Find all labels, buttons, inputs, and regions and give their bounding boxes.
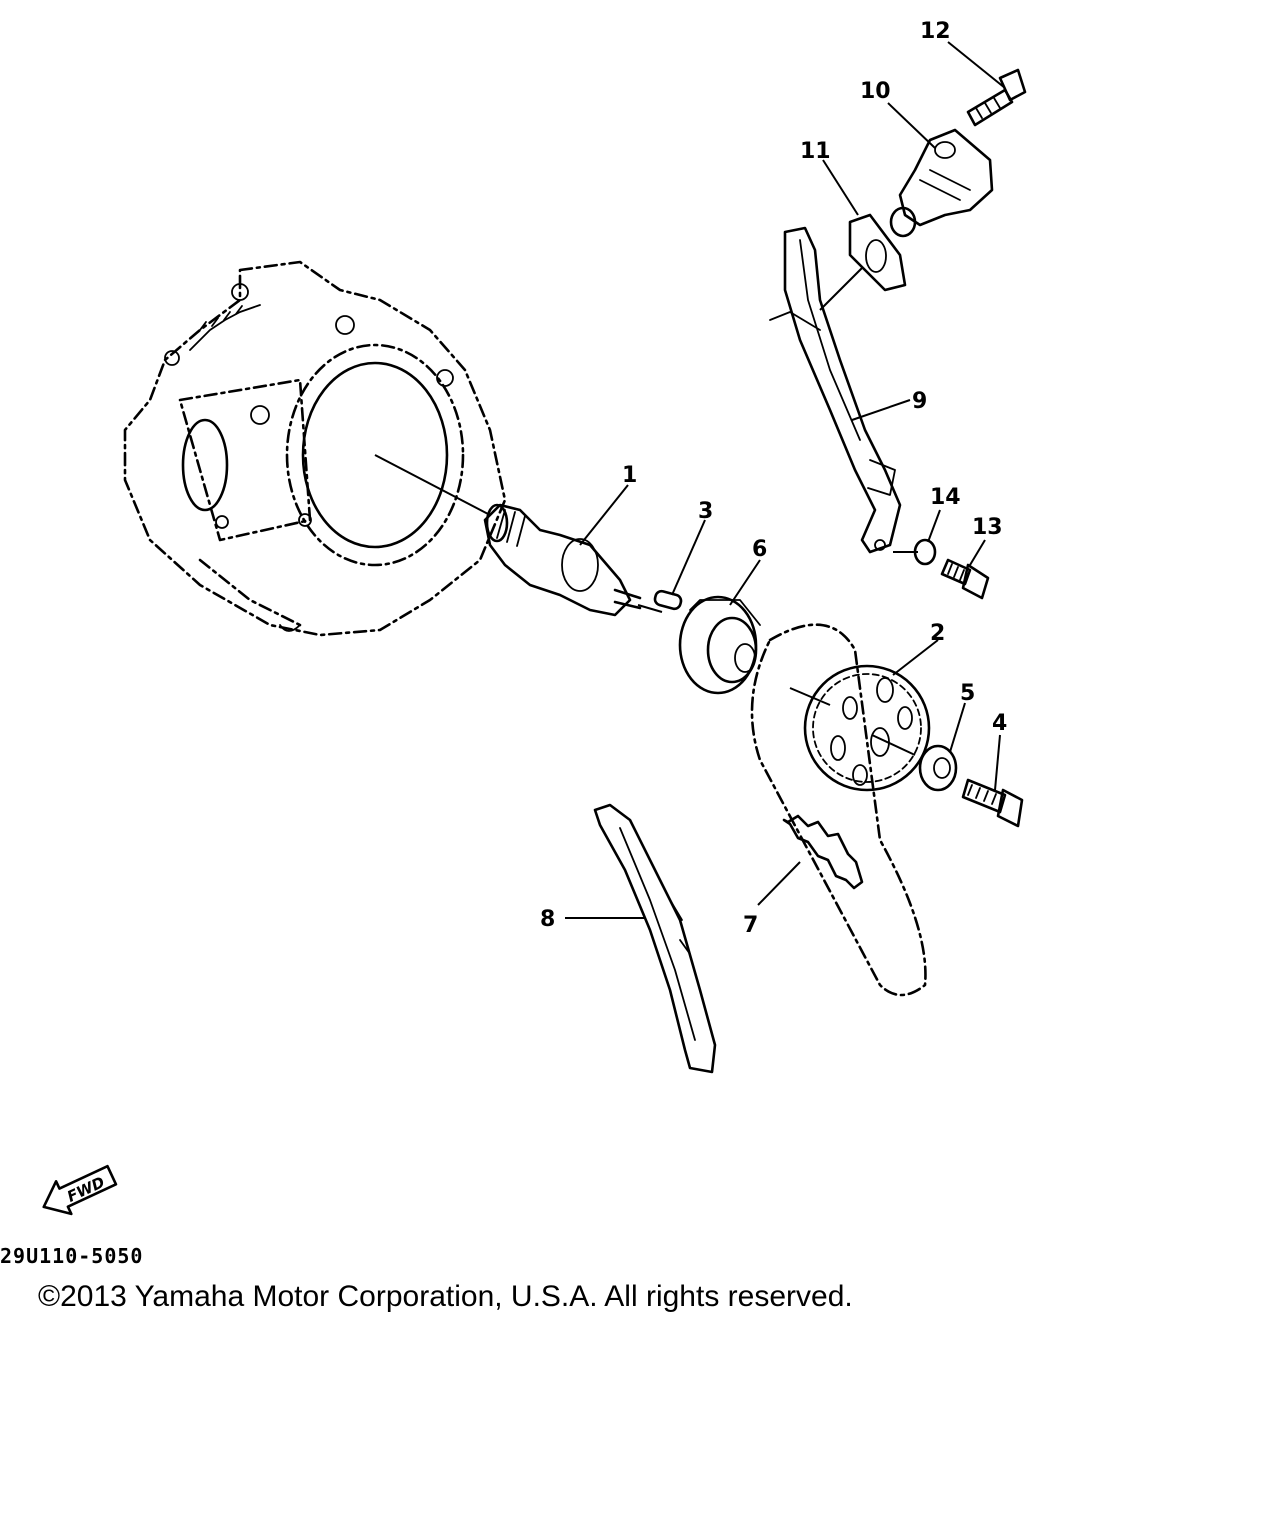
guide-bolt [940,558,990,600]
callout-14: 14 [930,485,961,510]
callout-7: 7 [743,913,758,938]
chain-tensioner [889,128,994,238]
callout-9: 9 [912,389,927,414]
tensioner-guide [769,226,902,554]
callout-2: 2 [930,621,945,646]
callout-11: 11 [800,139,831,164]
washer [918,744,958,792]
callout-6: 6 [752,537,767,562]
camshaft [483,503,642,617]
copyright-notice: ©2013 Yamaha Motor Corporation, U.S.A. A… [38,1280,853,1313]
callout-4: 4 [992,711,1007,736]
cam-chain [750,623,927,997]
cam-sprocket [803,664,931,792]
callout-1: 1 [622,463,637,488]
chain-guide [593,803,717,1074]
forward-arrow-icon: FWD [42,1164,118,1216]
gasket [848,213,907,292]
callout-8: 8 [540,907,555,932]
dowel-pin [653,589,683,611]
callout-5: 5 [960,681,975,706]
bearing [678,595,761,695]
callout-12: 12 [920,19,951,44]
callout-10: 10 [860,79,891,104]
diagram-code: 29U110-5050 [0,1244,144,1268]
cylinder-head [123,260,507,637]
sprocket-bolt [961,778,1024,828]
fwd-label: FWD [64,1173,107,1206]
callout-13: 13 [972,515,1003,540]
tensioner-bolt [966,68,1027,127]
callout-3: 3 [698,499,713,524]
